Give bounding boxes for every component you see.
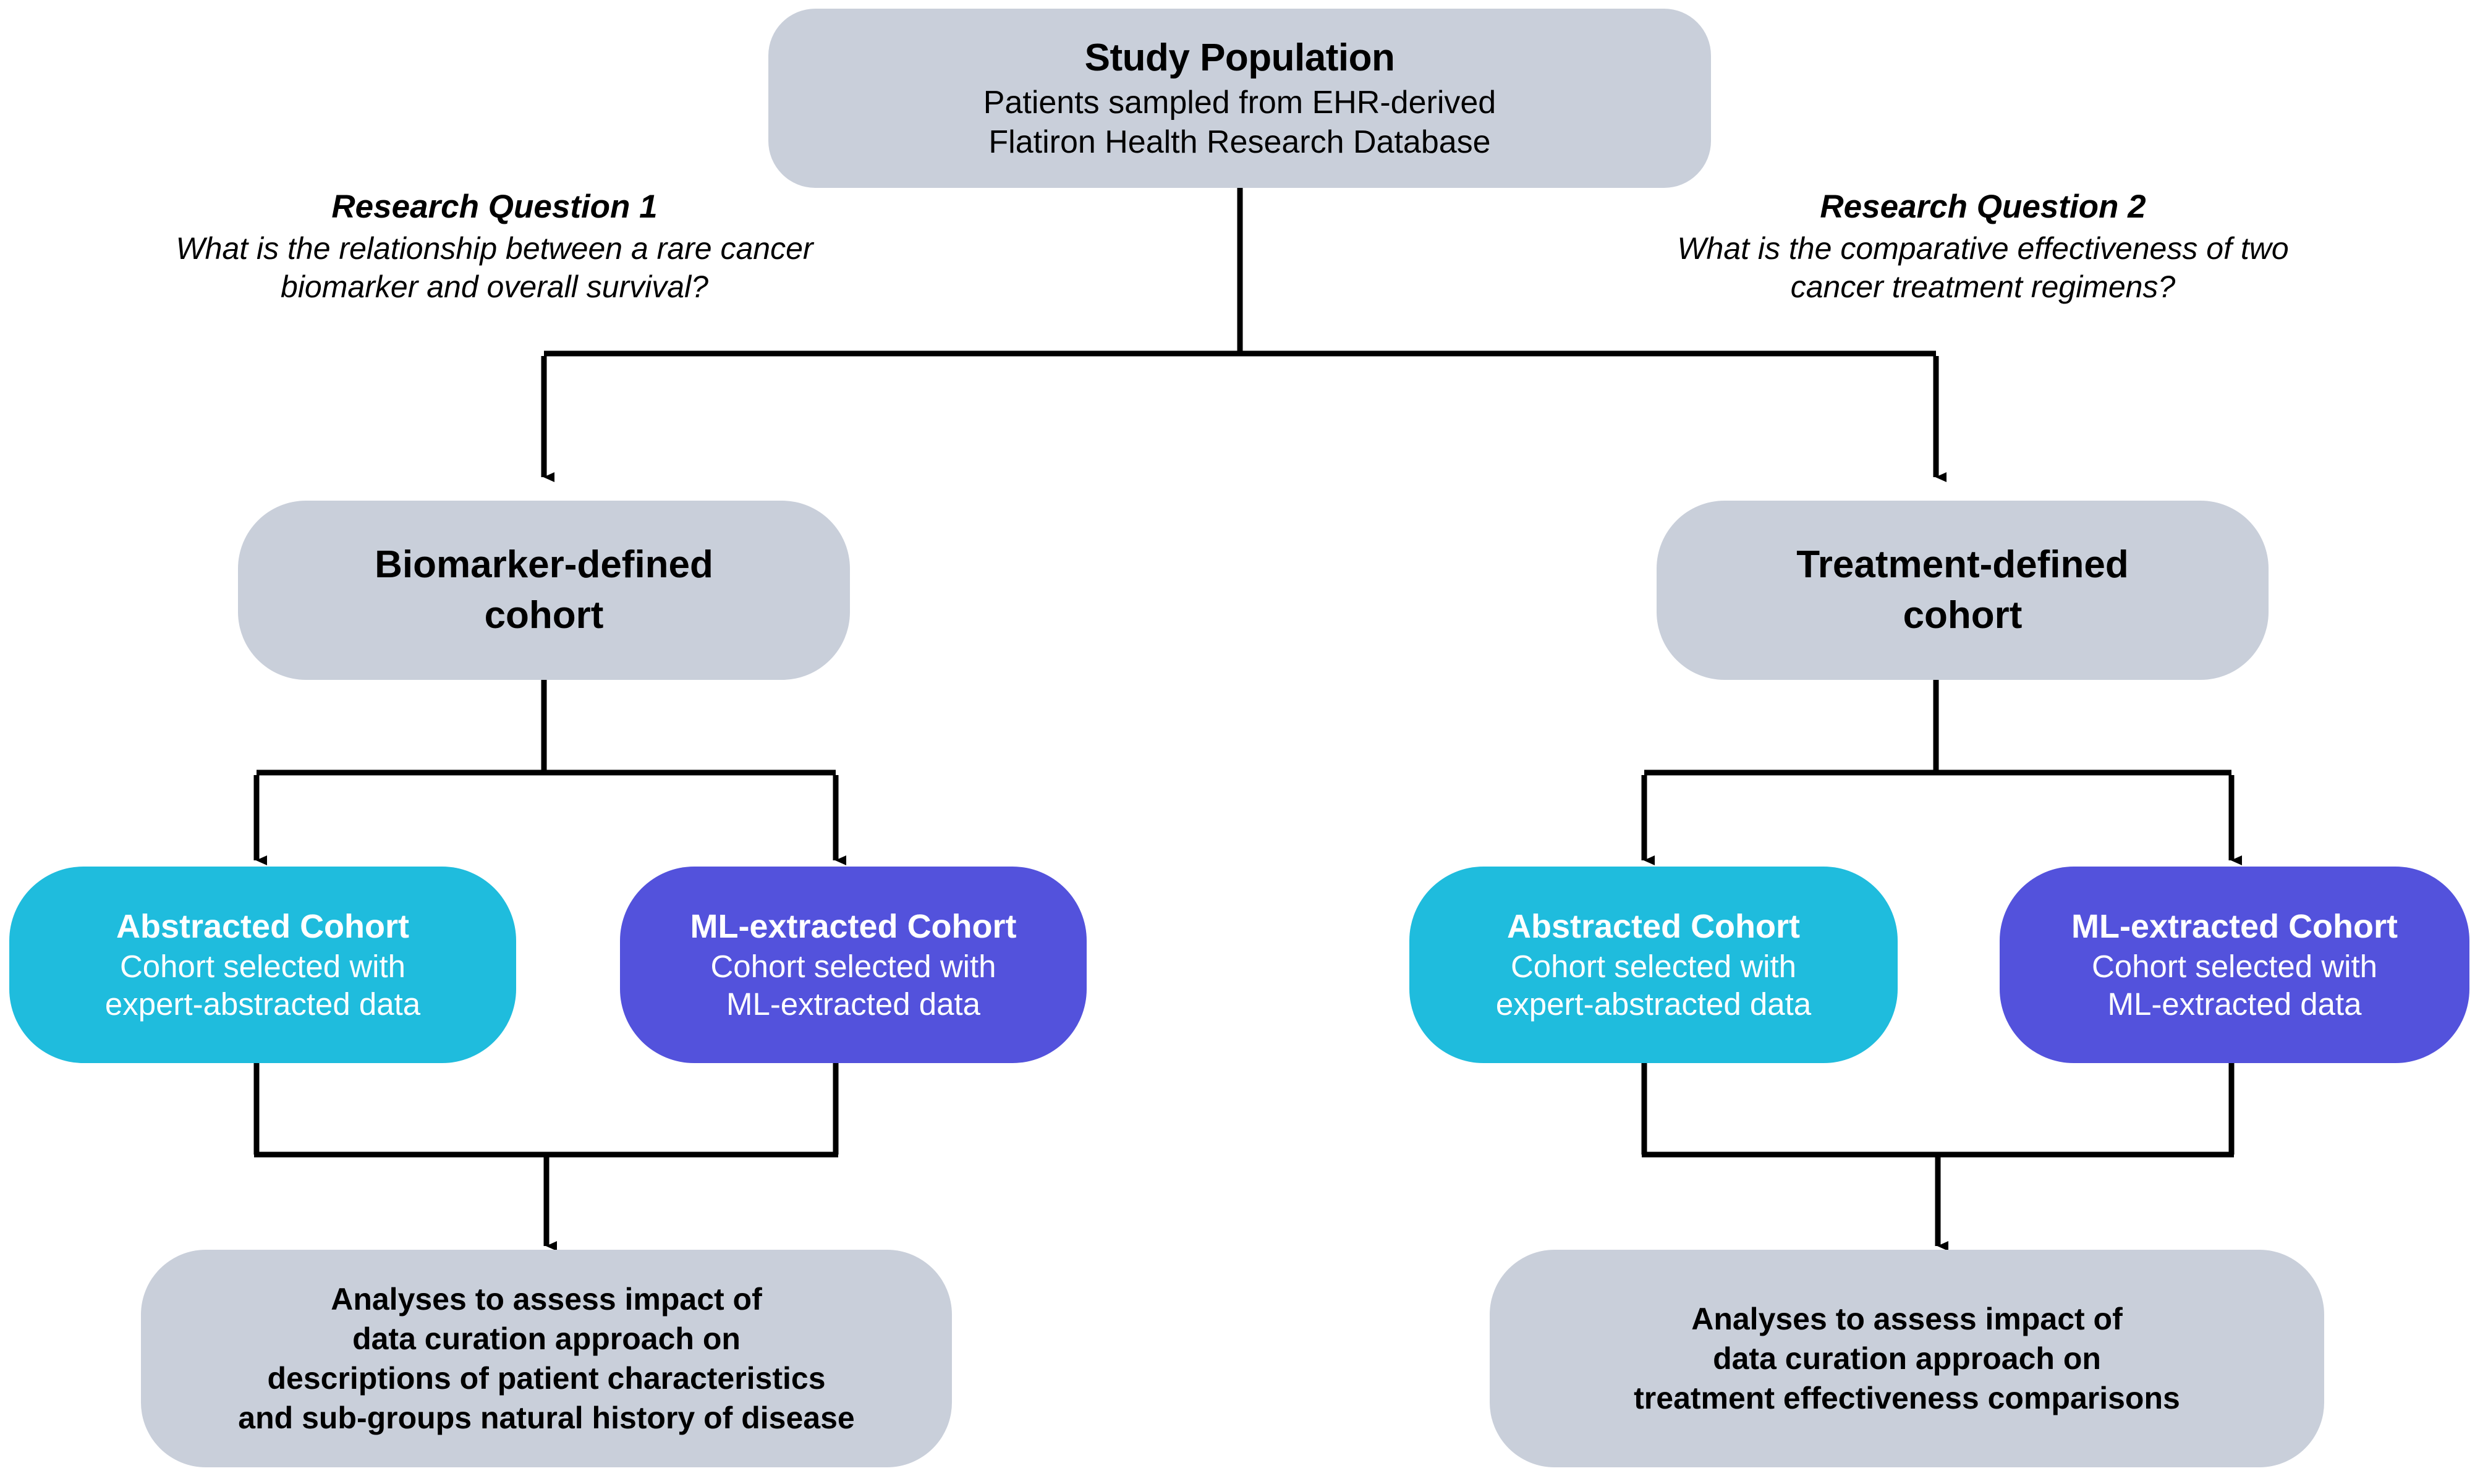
analysis-left-line1: Analyses to assess impact of (331, 1282, 762, 1317)
ml-cohort-right-line1: Cohort selected with (2091, 949, 2378, 985)
analysis-right-line2: data curation approach on (1713, 1341, 2101, 1376)
analysis-left-line4: and sub-groups natural history of diseas… (238, 1401, 855, 1435)
node-analysis-left[interactable]: Analyses to assess impact of data curati… (141, 1250, 952, 1467)
abstracted-cohort-right-line1: Cohort selected with (1510, 949, 1797, 985)
research-question-1-line2: biomarker and overall survival? (281, 269, 708, 305)
wire-treatment-split (1641, 680, 2242, 865)
ml-cohort-left-line2: ML-extracted data (726, 986, 981, 1022)
treatment-cohort-line2: cohort (1903, 594, 2023, 637)
research-question-1-title: Research Question 1 (331, 189, 658, 225)
biomarker-cohort-line2: cohort (484, 594, 604, 637)
wire-left-merge (253, 1063, 839, 1251)
node-biomarker-defined-cohort[interactable]: Biomarker-defined cohort (238, 501, 850, 680)
node-treatment-defined-cohort[interactable]: Treatment-defined cohort (1657, 501, 2269, 680)
abstracted-cohort-right-heading: Abstracted Cohort (1506, 907, 1801, 945)
research-question-2-title: Research Question 2 (1820, 189, 2146, 225)
analysis-right-line1: Analyses to assess impact of (1691, 1302, 2123, 1336)
ml-cohort-left-line1: Cohort selected with (710, 949, 996, 985)
biomarker-cohort-line1: Biomarker-defined (375, 543, 713, 587)
node-analysis-right[interactable]: Analyses to assess impact of data curati… (1490, 1250, 2324, 1467)
node-study-population[interactable]: Study Population Patients sampled from E… (768, 9, 1711, 188)
study-population-line2: Flatiron Health Research Database (988, 124, 1491, 160)
wire-biomarker-split (253, 680, 846, 865)
study-population-line1: Patients sampled from EHR-derived (983, 84, 1496, 121)
ml-cohort-right-line2: ML-extracted data (2107, 986, 2362, 1022)
research-question-1-line1: What is the relationship between a rare … (176, 231, 813, 266)
abstracted-cohort-left-line1: Cohort selected with (119, 949, 406, 985)
abstracted-cohort-right-line2: expert-abstracted data (1495, 986, 1812, 1022)
research-question-2-line1: What is the comparative effectiveness of… (1677, 231, 2289, 266)
node-ml-extracted-cohort-right[interactable]: ML-extracted Cohort Cohort selected with… (2000, 867, 2469, 1063)
node-ml-extracted-cohort-left[interactable]: ML-extracted Cohort Cohort selected with… (620, 867, 1087, 1063)
study-population-heading: Study Population (1084, 36, 1395, 79)
research-question-2-line2: cancer treatment regimens? (1790, 269, 2176, 305)
treatment-cohort-line1: Treatment-defined (1796, 543, 2129, 587)
label-research-question-1: Research Question 1 What is the relation… (56, 188, 933, 305)
wire-right-merge (1641, 1063, 2235, 1251)
abstracted-cohort-left-line2: expert-abstracted data (104, 986, 421, 1022)
node-abstracted-cohort-left[interactable]: Abstracted Cohort Cohort selected with e… (9, 867, 516, 1063)
ml-cohort-left-heading: ML-extracted Cohort (690, 907, 1017, 945)
label-research-question-2: Research Question 2 What is the comparat… (1544, 188, 2422, 305)
analysis-left-line3: descriptions of patient characteristics (267, 1361, 826, 1396)
node-abstracted-cohort-right[interactable]: Abstracted Cohort Cohort selected with e… (1409, 867, 1898, 1063)
analysis-right-line3: treatment effectiveness comparisons (1634, 1381, 2180, 1415)
ml-cohort-right-heading: ML-extracted Cohort (2071, 907, 2398, 945)
abstracted-cohort-left-heading: Abstracted Cohort (116, 907, 410, 945)
analysis-left-line2: data curation approach on (352, 1321, 741, 1356)
